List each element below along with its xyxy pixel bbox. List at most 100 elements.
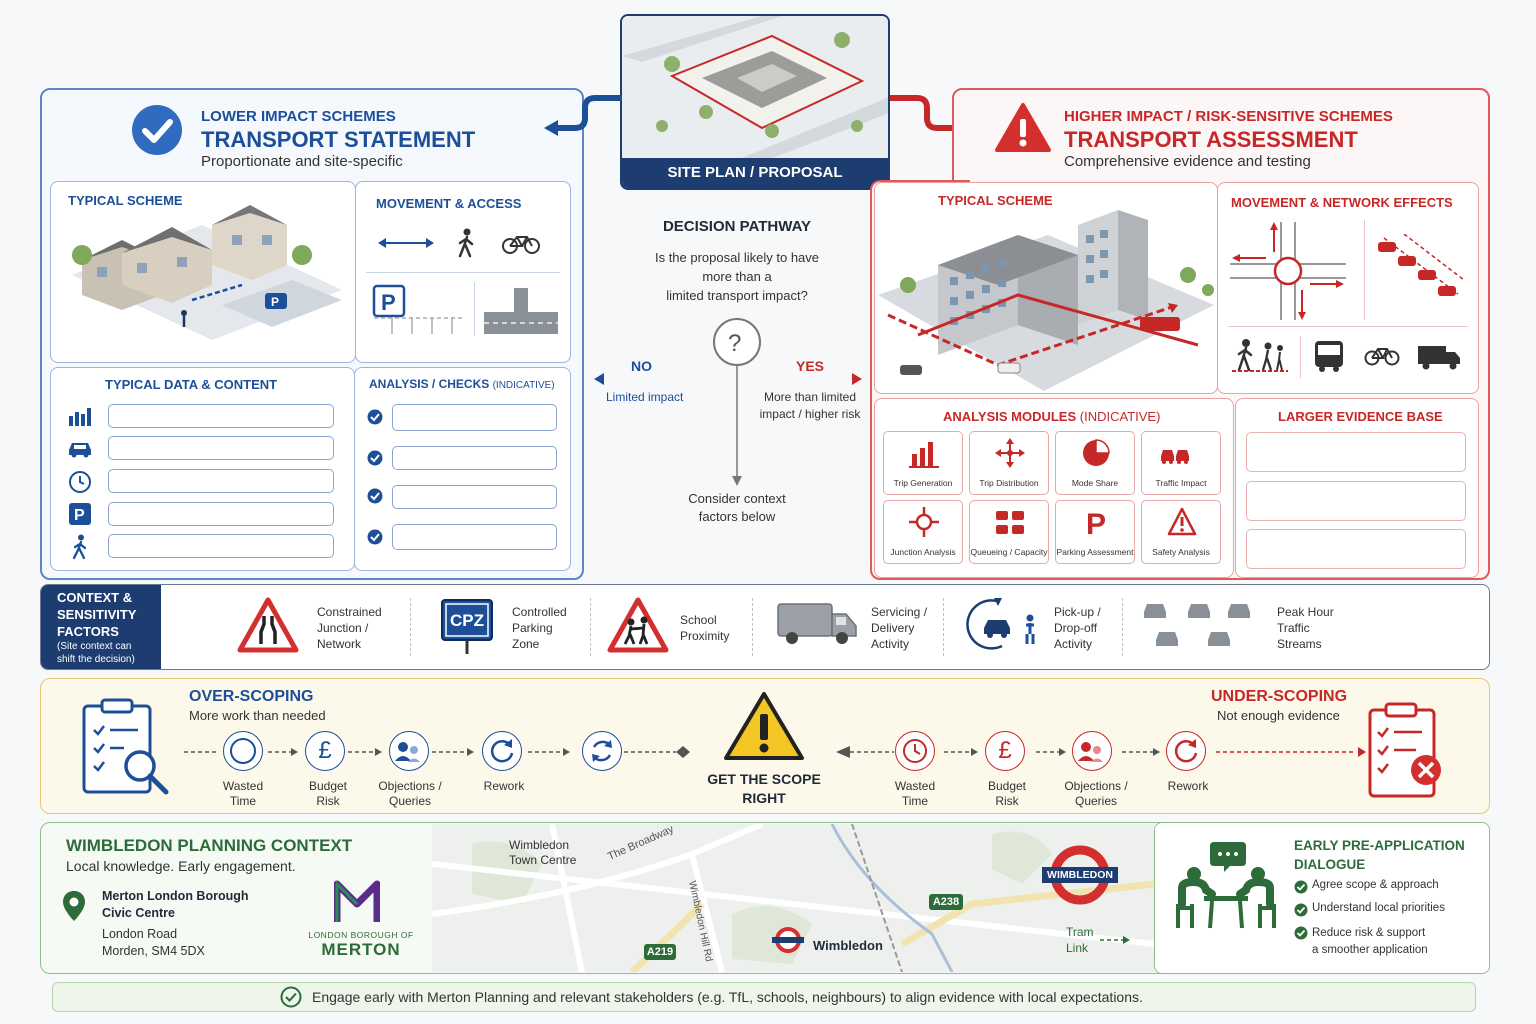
merton-logo-icon: [334, 880, 380, 922]
connector-left-arrow-icon: [544, 95, 622, 136]
right-evidence-label: LARGER EVIDENCE BASE: [1278, 409, 1443, 424]
decision-arrows-icon: ?: [594, 318, 862, 486]
module-trip-distribution[interactable]: Trip Distribution: [969, 431, 1049, 495]
road-narrows-sign-icon: [237, 597, 299, 653]
evidence-field-1[interactable]: [1246, 432, 1466, 472]
dialogue-check-icon-2: [1294, 903, 1308, 917]
left-title: TRANSPORT STATEMENT: [201, 127, 476, 152]
module-label: Queueing / Capacity: [970, 547, 1048, 557]
module-parking-assessment[interactable]: P Parking Assessment: [1055, 500, 1135, 564]
merton-logo-small: LONDON BOROUGH OF: [308, 930, 414, 940]
safety-warning-icon: [1167, 507, 1197, 536]
data-field-4[interactable]: [108, 502, 334, 526]
evidence-field-2[interactable]: [1246, 481, 1466, 521]
clock-red-icon: [903, 739, 927, 763]
over-step-wasted-time: [223, 731, 263, 771]
cars-icon: [1161, 450, 1189, 464]
over-scoping-title: OVER-SCOPING: [189, 688, 314, 705]
under-4-a: Rework: [1167, 779, 1209, 793]
over-label-objections: Objections /Queries: [365, 779, 455, 809]
map-station: Wimbledon: [813, 938, 883, 953]
modules-note: (INDICATIVE): [1079, 409, 1161, 424]
consider-line-1: Consider context: [688, 491, 786, 506]
factor-1-line-1: Constrained: [317, 605, 382, 619]
svg-text:P: P: [381, 290, 396, 315]
two-way-arrow-icon: [378, 238, 434, 248]
left-typical-scheme-label: TYPICAL SCHEME: [68, 193, 183, 208]
warning-badge-icon: [995, 103, 1051, 152]
context-title-line-3: FACTORS: [57, 624, 119, 639]
check-icon-1: [367, 409, 383, 425]
cpz-text: CPZ: [450, 611, 484, 630]
bar-chart-icon: [69, 408, 91, 426]
module-junction-analysis[interactable]: Junction Analysis: [883, 500, 963, 564]
location-pin-icon: [63, 891, 85, 921]
modules-title: ANALYSIS MODULES: [943, 409, 1077, 424]
factor-pickup: Pick-up / Drop-off Activity: [1054, 604, 1101, 652]
factor-1-line-3: Network: [317, 637, 362, 651]
factor-6-line-3: Streams: [1277, 637, 1322, 651]
dialogue-item-2: Understand local priorities: [1312, 902, 1445, 914]
module-queueing-capacity[interactable]: Queueing / Capacity: [969, 500, 1049, 564]
factor-3-line-2: Proximity: [680, 629, 730, 643]
module-label: Trip Distribution: [979, 478, 1039, 488]
clipboard-search-icon: [82, 698, 169, 795]
check-field-3[interactable]: [392, 485, 557, 509]
factor-2-line-2: Parking: [512, 621, 553, 635]
data-field-5[interactable]: [108, 534, 334, 558]
context-sep-1: [410, 598, 411, 656]
walking-person-icon: [72, 534, 87, 560]
right-modules-label: ANALYSIS MODULES (INDICATIVE): [943, 409, 1160, 424]
network-vsep-2: [1300, 336, 1301, 378]
under-step-objections: [1072, 731, 1112, 771]
module-mode-share[interactable]: Mode Share: [1055, 431, 1135, 495]
bicycle-icon-2: [1364, 348, 1400, 366]
dialogue-item-3-line-1: Reduce risk & support: [1312, 927, 1426, 939]
car-icon: [69, 443, 91, 458]
module-label: Safety Analysis: [1152, 547, 1210, 557]
dialogue-check-icon-3: [1294, 926, 1308, 940]
svg-text:?: ?: [728, 330, 741, 357]
pound-icon: £: [318, 737, 332, 764]
under-1-b: Time: [901, 794, 929, 808]
check-field-2[interactable]: [392, 446, 557, 470]
right-subtitle: Comprehensive evidence and testing: [1064, 153, 1311, 170]
dialogue-item-1: Agree scope & approach: [1312, 879, 1439, 891]
left-analysis-note: (INDICATIVE): [492, 380, 555, 391]
meeting-icon: [1176, 842, 1276, 929]
rework-arrow-icon: [490, 739, 514, 763]
module-label: Trip Generation: [893, 478, 953, 488]
module-traffic-impact[interactable]: Traffic Impact: [1141, 431, 1221, 495]
wimbledon-title: WIMBLEDON PLANNING CONTEXT: [66, 836, 353, 855]
decision-question: Is the proposal likely to have more than…: [620, 248, 854, 305]
data-field-3[interactable]: [108, 469, 334, 493]
factor-4-line-1: Servicing /: [871, 605, 928, 619]
data-field-2[interactable]: [108, 436, 334, 460]
data-field-1[interactable]: [108, 404, 334, 428]
evidence-field-3[interactable]: [1246, 529, 1466, 569]
dialogue-title: EARLY PRE-APPLICATION DIALOGUE: [1294, 836, 1465, 874]
factor-constrained-junction: Constrained Junction / Network: [317, 604, 382, 652]
lorry-icon: [1418, 346, 1460, 370]
check-field-4[interactable]: [392, 524, 557, 550]
movement-vertical-divider: [474, 282, 475, 336]
over-4-a: Rework: [483, 779, 525, 793]
factor-school: School Proximity: [680, 612, 729, 644]
factor-6-line-2: Traffic: [1277, 621, 1310, 635]
left-kicker: LOWER IMPACT SCHEMES: [201, 108, 396, 125]
pedestrian-icon: [458, 228, 474, 258]
module-safety-analysis[interactable]: Safety Analysis: [1141, 500, 1221, 564]
module-trip-generation[interactable]: Trip Generation: [883, 431, 963, 495]
scope-warning-icon: [724, 692, 804, 760]
factor-4-line-2: Delivery: [871, 621, 915, 635]
houses-illustration-icon: P: [72, 205, 342, 340]
context-sep-3: [752, 598, 753, 656]
over-3-a: Objections /: [378, 779, 442, 793]
under-scoping-title: UNDER-SCOPING: [1211, 688, 1348, 705]
check-field-1[interactable]: [392, 404, 557, 431]
office-line-1: Merton London Borough: [102, 889, 249, 903]
rework-red-icon: [1174, 739, 1198, 763]
address-line-2: Morden, SM4 5DX: [102, 944, 205, 958]
factor-4-line-3: Activity: [871, 637, 910, 651]
